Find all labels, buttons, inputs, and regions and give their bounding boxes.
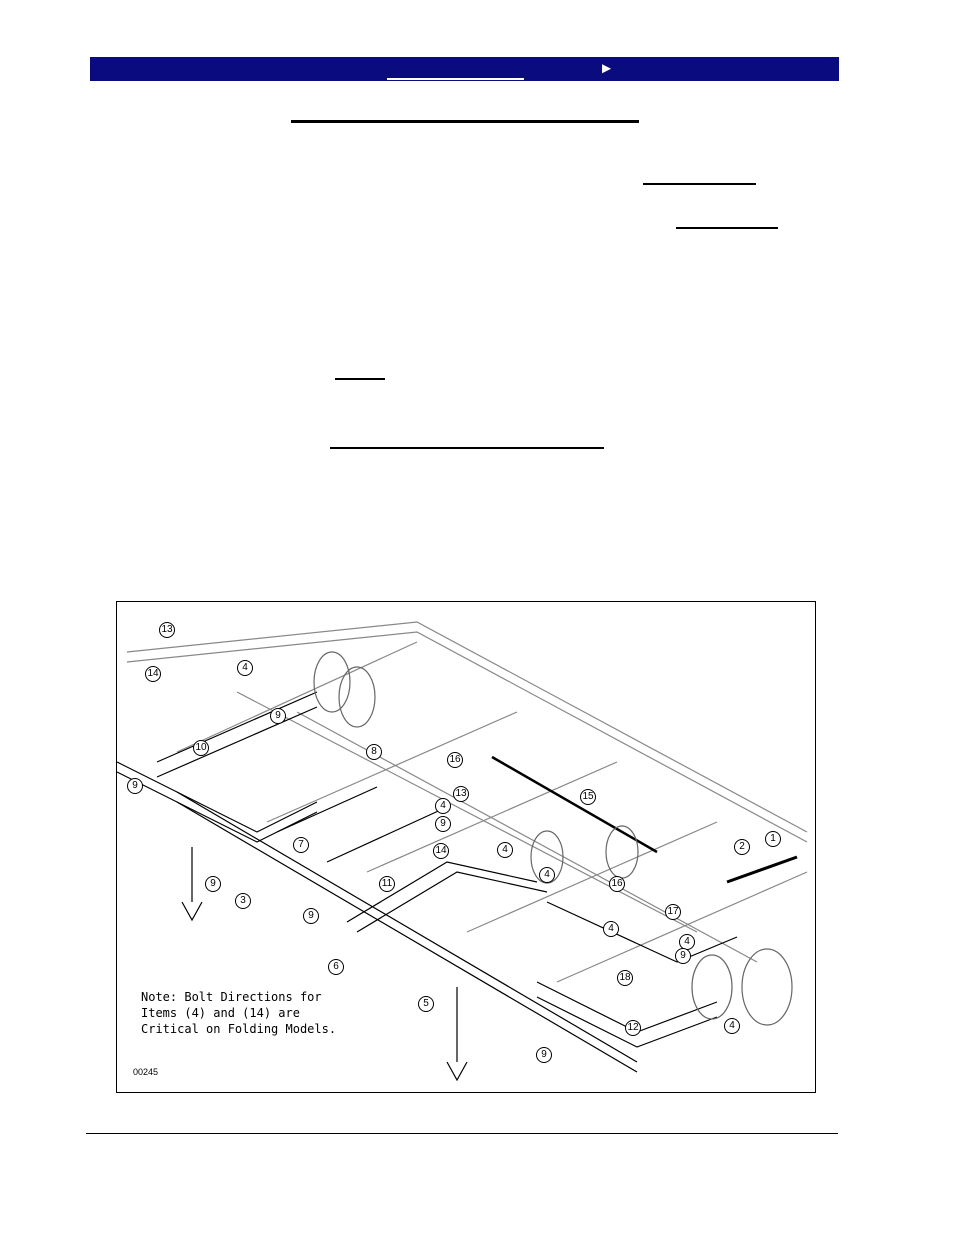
callout: 9 — [303, 908, 319, 924]
link-underline — [387, 78, 524, 80]
callout: 13 — [159, 622, 175, 638]
callout: 7 — [293, 837, 309, 853]
footer-rule — [86, 1133, 838, 1134]
callout: 9 — [270, 708, 286, 724]
callout: 10 — [193, 740, 209, 756]
callout: 4 — [435, 798, 451, 814]
callout: 18 — [617, 970, 633, 986]
callout: 13 — [453, 786, 469, 802]
callout: 3 — [235, 893, 251, 909]
underline-4 — [330, 447, 604, 449]
callout: 12 — [625, 1020, 641, 1036]
callout: 14 — [433, 843, 449, 859]
callout: 9 — [675, 948, 691, 964]
callout: 5 — [418, 996, 434, 1012]
callout: 6 — [328, 959, 344, 975]
callout: 4 — [237, 660, 253, 676]
callout: 2 — [734, 839, 750, 855]
callout: 4 — [497, 842, 513, 858]
callout: 4 — [724, 1018, 740, 1034]
callout: 9 — [127, 778, 143, 794]
callout: 14 — [145, 666, 161, 682]
callout: 11 — [379, 876, 395, 892]
underline-3 — [335, 378, 385, 380]
frame-line-drawing — [117, 621, 808, 1082]
callout: 16 — [609, 876, 625, 892]
callout: 4 — [539, 867, 555, 883]
callout: 17 — [665, 904, 681, 920]
next-page-link[interactable]: ► — [599, 60, 614, 77]
assembly-diagram: 13 14 4 9 10 9 8 16 13 15 4 9 14 4 7 11 … — [116, 601, 816, 1093]
callout: 4 — [603, 921, 619, 937]
callout: 9 — [205, 876, 221, 892]
callout: 15 — [580, 789, 596, 805]
callout: 9 — [435, 816, 451, 832]
navigation-bar: ► — [90, 57, 839, 81]
bolt-direction-note: Note: Bolt Directions for Items (4) and … — [141, 990, 337, 1036]
figure-id: 00245 — [133, 1067, 159, 1077]
callout: 9 — [536, 1047, 552, 1063]
underline-2 — [676, 227, 778, 229]
callout: 16 — [447, 752, 463, 768]
title-rule — [291, 120, 639, 123]
callout: 1 — [765, 831, 781, 847]
underline-1 — [643, 183, 756, 185]
callout: 8 — [366, 744, 382, 760]
